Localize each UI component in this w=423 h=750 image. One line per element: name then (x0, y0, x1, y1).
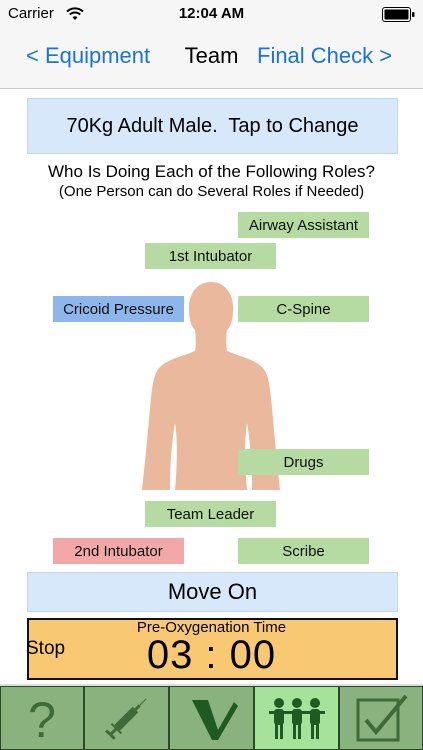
timer-title: Pre-Oxygenation Time (136, 619, 287, 636)
role-c-spine[interactable]: C-Spine (238, 296, 369, 322)
role-label: 2nd Intubator (74, 542, 163, 560)
tab-help[interactable]: ? (0, 686, 84, 750)
wifi-icon (66, 7, 84, 20)
roles-hint: (One Person can do Several Roles if Need… (58, 183, 365, 200)
role-label: Scribe (282, 542, 325, 560)
timer-value: 03 : 00 (146, 633, 277, 677)
role-label: Cricoid Pressure (63, 300, 174, 318)
role-2nd-intubator[interactable]: 2nd Intubator (53, 538, 184, 564)
role-label: C-Spine (276, 300, 331, 318)
role-cricoid-pressure[interactable]: Cricoid Pressure (53, 296, 184, 322)
role-label: 1st Intubator (168, 247, 253, 265)
patient-label: 70Kg Adult Male. Tap to Change (66, 114, 359, 137)
role-airway-assistant[interactable]: Airway Assistant (238, 212, 369, 238)
back-equipment-button[interactable]: < Equipment (26, 43, 151, 68)
role-label: Drugs (283, 453, 324, 471)
tab-final-check[interactable] (339, 686, 423, 750)
move-on-button[interactable]: Move On (27, 572, 398, 612)
navigation-bar: Team < Equipment Final Check > (0, 28, 423, 89)
roles-question: Who Is Doing Each of the Following Roles… (48, 162, 375, 181)
question-icon: ? (28, 693, 56, 743)
laryngoscope-icon (191, 700, 238, 740)
carrier-label: Carrier (8, 5, 54, 22)
role-label: Airway Assistant (248, 216, 359, 234)
team-icon (268, 698, 325, 739)
tab-team[interactable] (254, 686, 339, 750)
syringe-icon (104, 698, 146, 740)
tab-drugs[interactable] (84, 686, 169, 750)
role-drugs[interactable]: Drugs (238, 449, 369, 475)
status-time: 12:04 AM (178, 5, 245, 22)
svg-text:?: ? (28, 693, 56, 743)
role-scribe[interactable]: Scribe (238, 538, 369, 564)
checkbox-icon (356, 694, 408, 742)
nav-title: Team (184, 43, 239, 68)
move-on-label: Move On (167, 579, 258, 604)
role-team-leader[interactable]: Team Leader (145, 501, 276, 527)
tab-equipment[interactable] (169, 686, 254, 750)
role-1st-intubator[interactable]: 1st Intubator (145, 243, 276, 269)
status-bar: Carrier 12:04 AM (0, 0, 423, 28)
role-label: Team Leader (166, 505, 255, 523)
body-silhouette (142, 282, 280, 490)
patient-change-button[interactable]: 70Kg Adult Male. Tap to Change (27, 98, 398, 154)
forward-final-check-button[interactable]: Final Check > (257, 43, 393, 68)
battery-icon (382, 7, 415, 22)
timer-stop-button[interactable]: Stop (26, 638, 66, 659)
pre-oxygenation-timer (27, 618, 398, 680)
